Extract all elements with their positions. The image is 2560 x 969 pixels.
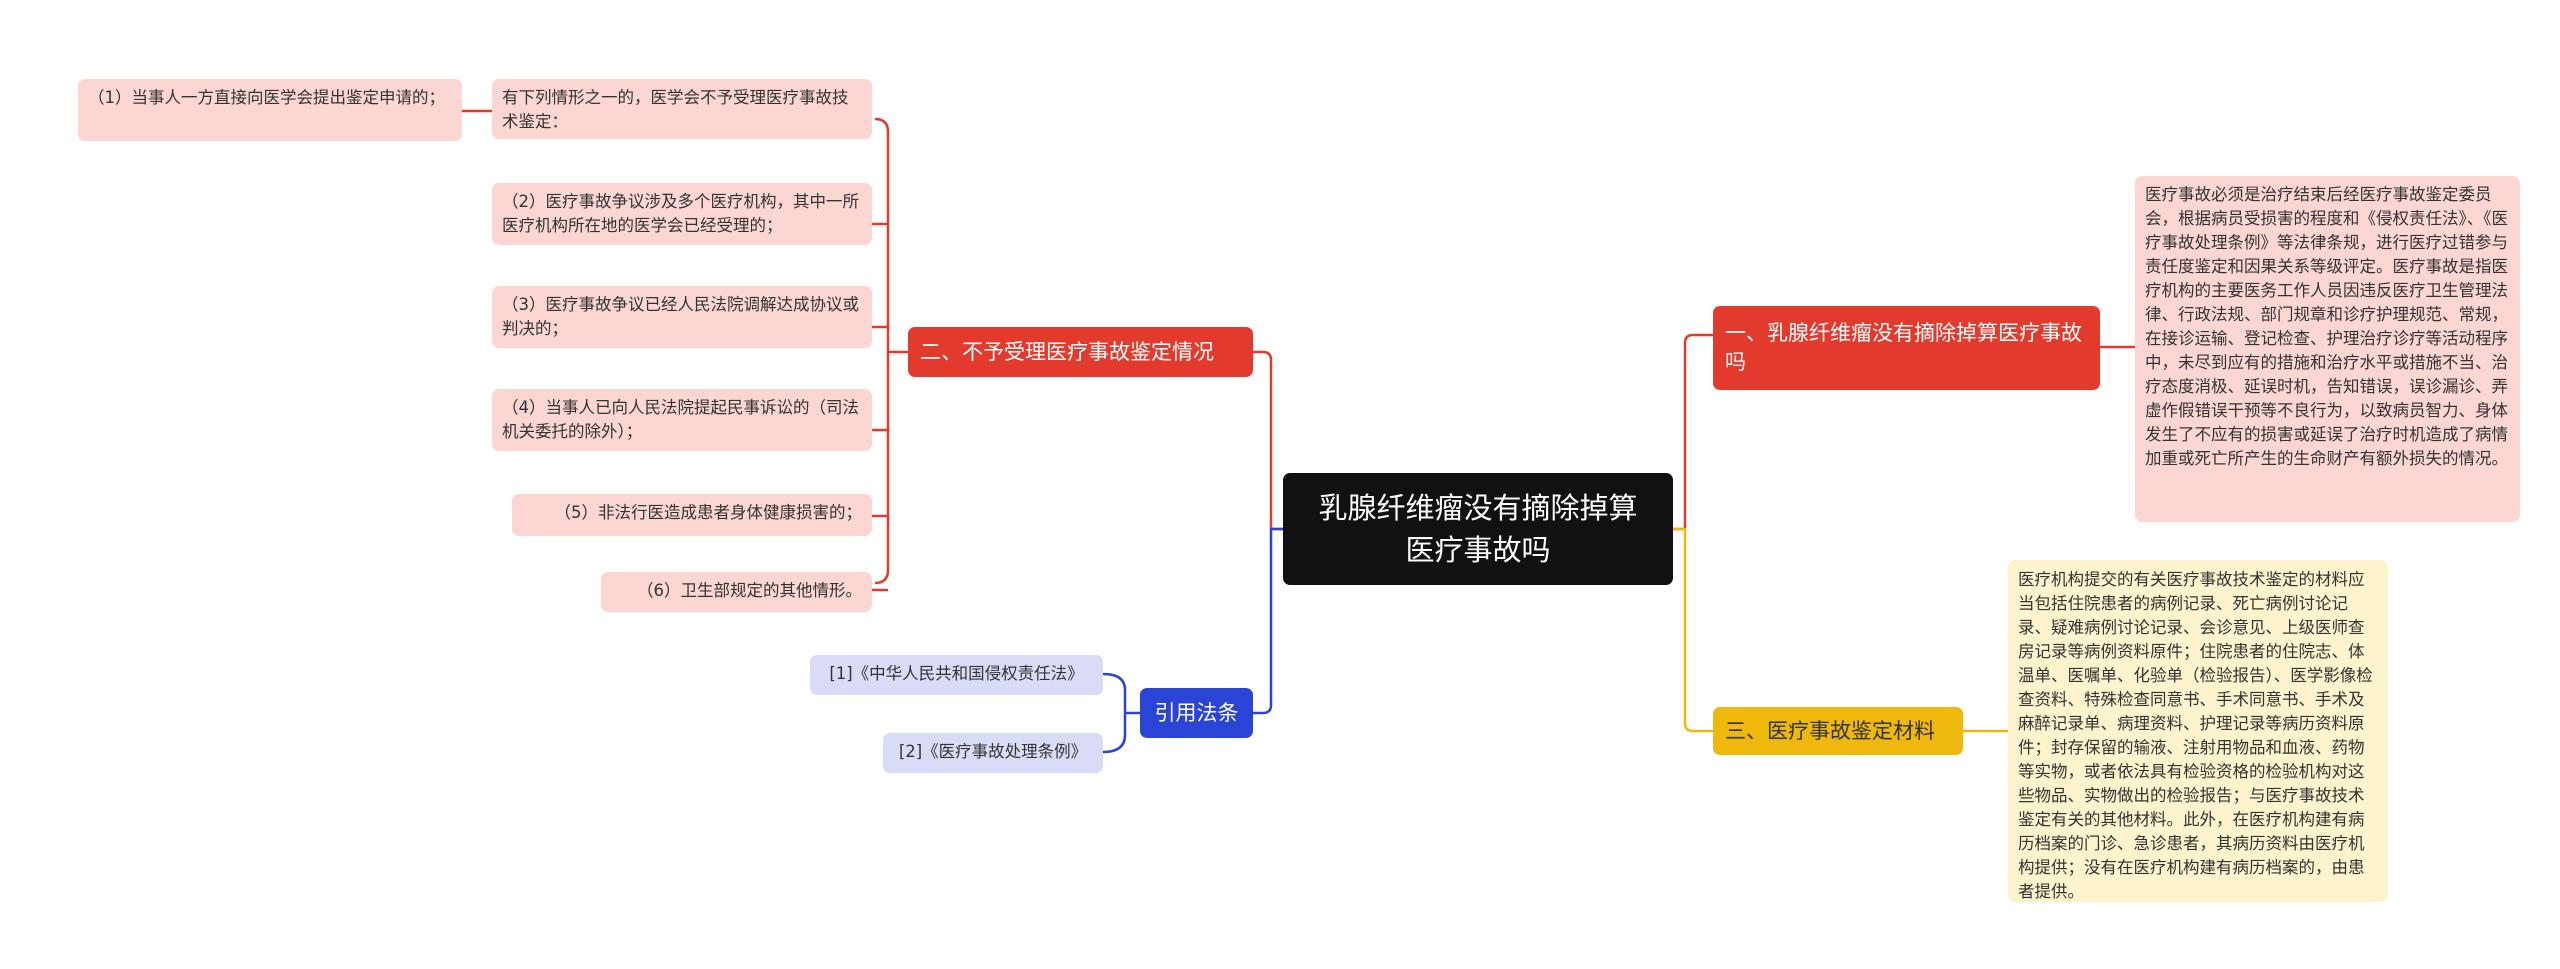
branch-2-item-6[interactable]: （6）卫生部规定的其他情形。 <box>601 572 872 612</box>
branch-1-detail-text: 医疗事故必须是治疗结束后经医疗事故鉴定委员会，根据病员受损害的程度和《侵权责任法… <box>2145 185 2508 468</box>
branch-3-detail[interactable]: 医疗机构提交的有关医疗事故技术鉴定的材料应当包括住院患者的病例记录、死亡病例讨论… <box>2008 560 2388 902</box>
branch-2-item-4-text: （4）当事人已向人民法院提起民事诉讼的（司法机关委托的除外）； <box>502 398 859 441</box>
branch-2-item-2-text: （2）医疗事故争议涉及多个医疗机构，其中一所医疗机构所在地的医学会已经受理的； <box>502 192 859 235</box>
branch-2-item-3[interactable]: （3）医疗事故争议已经人民法院调解达成协议或判决的； <box>492 286 872 348</box>
branch-1-label: 一、乳腺纤维瘤没有摘除掉算医疗事故吗 <box>1725 321 2082 374</box>
branch-2-item-5-text: （5）非法行医造成患者身体健康损害的； <box>554 503 863 522</box>
citation-item-2-text: [2]《医疗事故处理条例》 <box>898 742 1088 761</box>
branch-3-label: 三、医疗事故鉴定材料 <box>1725 718 1935 743</box>
citation-item-1-text: [1]《中华人民共和国侵权责任法》 <box>829 664 1084 683</box>
citation-item-2[interactable]: [2]《医疗事故处理条例》 <box>883 733 1103 773</box>
branch-3[interactable]: 三、医疗事故鉴定材料 <box>1713 707 1963 755</box>
branch-2-item-1-text: （1）当事人一方直接向医学会提出鉴定申请的； <box>88 88 445 107</box>
citation-item-1[interactable]: [1]《中华人民共和国侵权责任法》 <box>810 655 1103 695</box>
branch-2-item-3-text: （3）医疗事故争议已经人民法院调解达成协议或判决的； <box>502 295 859 338</box>
branch-2-item-2[interactable]: （2）医疗事故争议涉及多个医疗机构，其中一所医疗机构所在地的医学会已经受理的； <box>492 183 872 245</box>
branch-2-item-1[interactable]: （1）当事人一方直接向医学会提出鉴定申请的； <box>78 79 462 141</box>
link-root-branch1 <box>1673 333 1713 531</box>
branch-2-item-intro-text: 有下列情形之一的，医学会不予受理医疗事故技术鉴定： <box>502 88 849 131</box>
branch-2-item-5[interactable]: （5）非法行医造成患者身体健康损害的； <box>512 494 872 536</box>
root-topic[interactable]: 乳腺纤维瘤没有摘除掉算医疗事故吗 <box>1283 473 1673 585</box>
branch-3-detail-text: 医疗机构提交的有关医疗事故技术鉴定的材料应当包括住院患者的病例记录、死亡病例讨论… <box>2018 570 2373 901</box>
branch-2-item-4[interactable]: （4）当事人已向人民法院提起民事诉讼的（司法机关委托的除外）； <box>492 389 872 451</box>
branch-1-detail[interactable]: 医疗事故必须是治疗结束后经医疗事故鉴定委员会，根据病员受损害的程度和《侵权责任法… <box>2135 176 2520 522</box>
branch-2[interactable]: 二、不予受理医疗事故鉴定情况 <box>908 327 1253 377</box>
root-topic-label: 乳腺纤维瘤没有摘除掉算医疗事故吗 <box>1318 491 1638 567</box>
link-root-branch2 <box>1253 350 1283 531</box>
link-root-branch3 <box>1673 527 1713 733</box>
branch-1[interactable]: 一、乳腺纤维瘤没有摘除掉算医疗事故吗 <box>1713 306 2100 390</box>
branch-2-item-intro[interactable]: 有下列情形之一的，医学会不予受理医疗事故技术鉴定： <box>492 79 872 139</box>
link-citations-trunk <box>1102 672 1127 754</box>
citations-branch[interactable]: 引用法条 <box>1140 688 1253 738</box>
branch-2-label: 二、不予受理医疗事故鉴定情况 <box>920 339 1214 364</box>
citations-label: 引用法条 <box>1154 700 1239 725</box>
link-root-citations <box>1253 527 1283 715</box>
branch-2-item-6-text: （6）卫生部规定的其他情形。 <box>637 581 862 600</box>
link-branch2-trunk <box>874 117 890 585</box>
